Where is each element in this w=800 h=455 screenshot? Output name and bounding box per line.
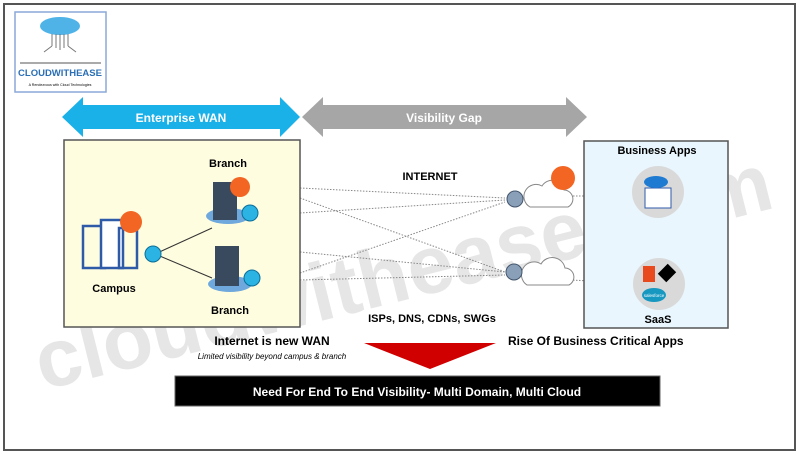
firewall-icon bbox=[120, 211, 142, 233]
saas-label: SaaS bbox=[645, 314, 672, 326]
enterprise-wan-arrow bbox=[62, 97, 300, 137]
dropbox-icon bbox=[657, 263, 677, 283]
internet-cloud-bottom bbox=[505, 257, 575, 286]
business-apps-title: Business Apps bbox=[617, 145, 696, 157]
logo: CLOUDWITHEASE A Rendezvous with Cloud Te… bbox=[14, 11, 107, 93]
router-icon bbox=[241, 204, 259, 222]
salesforce-icon bbox=[642, 288, 666, 302]
internet-wan-subtitle: Limited visibility beyond campus & branc… bbox=[198, 352, 347, 361]
internet-cloud-top bbox=[506, 166, 575, 208]
enterprise-wan-label: Enterprise WAN bbox=[136, 111, 227, 125]
branch-top-building-icon bbox=[206, 177, 259, 224]
visibility-gap-label: Visibility Gap bbox=[406, 111, 482, 125]
svg-text:A Rendezvous with Cloud Techno: A Rendezvous with Cloud Technologies bbox=[29, 83, 92, 87]
svg-text:salesforce: salesforce bbox=[644, 293, 665, 298]
branch-top-label: Branch bbox=[209, 158, 247, 170]
campus-branch-box bbox=[63, 139, 301, 328]
svg-text:CLOUDWITHEASE: CLOUDWITHEASE bbox=[18, 68, 102, 79]
router-icon bbox=[144, 245, 162, 263]
providers-label: ISPs, DNS, CDNs, SWGs bbox=[368, 313, 496, 325]
internet-label: INTERNET bbox=[403, 171, 458, 183]
cloud-service-icon bbox=[551, 166, 575, 190]
branch-bottom-label: Branch bbox=[211, 305, 249, 317]
down-arrow bbox=[364, 343, 496, 369]
router-icon bbox=[506, 190, 524, 208]
internet-wan-title: Internet is new WAN bbox=[214, 334, 329, 348]
rise-label: Rise Of Business Critical Apps bbox=[508, 334, 684, 348]
internet-links bbox=[299, 187, 633, 284]
visibility-banner bbox=[174, 375, 661, 407]
office-icon bbox=[643, 266, 655, 282]
campus-label: Campus bbox=[92, 283, 135, 295]
router-icon bbox=[505, 263, 523, 281]
cloud-icon bbox=[40, 17, 80, 35]
app-window-icon bbox=[644, 187, 672, 209]
cloud-icon bbox=[644, 176, 668, 188]
router-icon bbox=[243, 269, 261, 287]
campus-server-icon bbox=[81, 211, 142, 270]
branch-bottom-building-icon bbox=[208, 246, 261, 292]
saas-apps-icon bbox=[633, 258, 685, 310]
visibility-gap-arrow bbox=[302, 97, 587, 137]
firewall-icon bbox=[230, 177, 250, 197]
banner-text: Need For End To End Visibility- Multi Do… bbox=[253, 385, 581, 399]
